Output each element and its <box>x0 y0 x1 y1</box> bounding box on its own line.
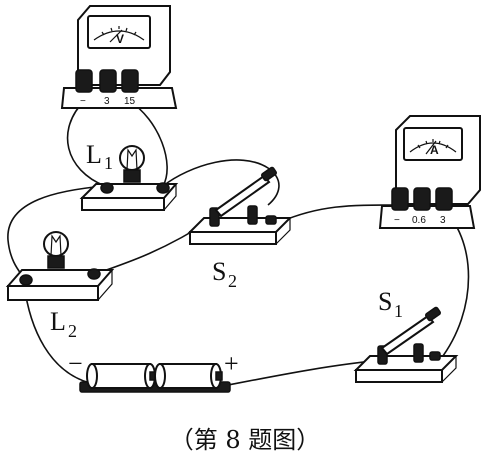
s2-label: S <box>212 257 226 286</box>
l1-right-terminal <box>156 182 170 194</box>
ammeter-tick-3: 3 <box>440 215 446 226</box>
voltmeter-terminal-neg <box>75 69 93 93</box>
ammeter-tick-06: 0.6 <box>412 215 426 226</box>
voltmeter-unit-label: V <box>116 32 124 46</box>
l2-subscript: 2 <box>68 321 77 341</box>
lamp-l2: L 2 <box>5 231 115 341</box>
voltmeter-tick-15: 15 <box>124 96 136 107</box>
l1-left-terminal <box>100 182 114 194</box>
switch-s1: S 1 <box>353 287 459 383</box>
voltmeter-tick-neg: − <box>80 96 86 107</box>
voltmeter: V − 3 15 <box>60 5 178 109</box>
voltmeter-terminal-3 <box>99 69 117 93</box>
ammeter-terminal-3 <box>435 187 453 211</box>
s2-blade <box>214 174 271 218</box>
l2-right-terminal <box>87 268 101 280</box>
voltmeter-tick-3: 3 <box>104 96 110 107</box>
ammeter: A − 0.6 3 <box>378 115 481 229</box>
s1-label: S <box>378 287 392 316</box>
lamp-l1: L 1 <box>79 140 179 211</box>
battery-plus-label: + <box>224 349 239 378</box>
s1-subscript: 1 <box>394 301 403 321</box>
ammeter-unit-label: A <box>430 143 439 157</box>
battery-minus-label: − <box>68 349 83 378</box>
ammeter-tick-neg: − <box>394 215 400 226</box>
voltmeter-terminal-15 <box>121 69 139 93</box>
l2-label: L <box>50 307 66 336</box>
l2-left-terminal <box>19 274 33 286</box>
ammeter-terminal-neg <box>391 187 409 211</box>
switch-s2: S 2 <box>187 166 293 291</box>
l1-label: L <box>86 140 102 169</box>
l1-subscript: 1 <box>104 153 113 173</box>
figure-caption: （第 8 题图） <box>170 426 321 454</box>
ammeter-terminal-06 <box>413 187 431 211</box>
s2-subscript: 2 <box>228 271 237 291</box>
s1-blade <box>380 314 435 356</box>
battery: − + <box>68 349 239 393</box>
